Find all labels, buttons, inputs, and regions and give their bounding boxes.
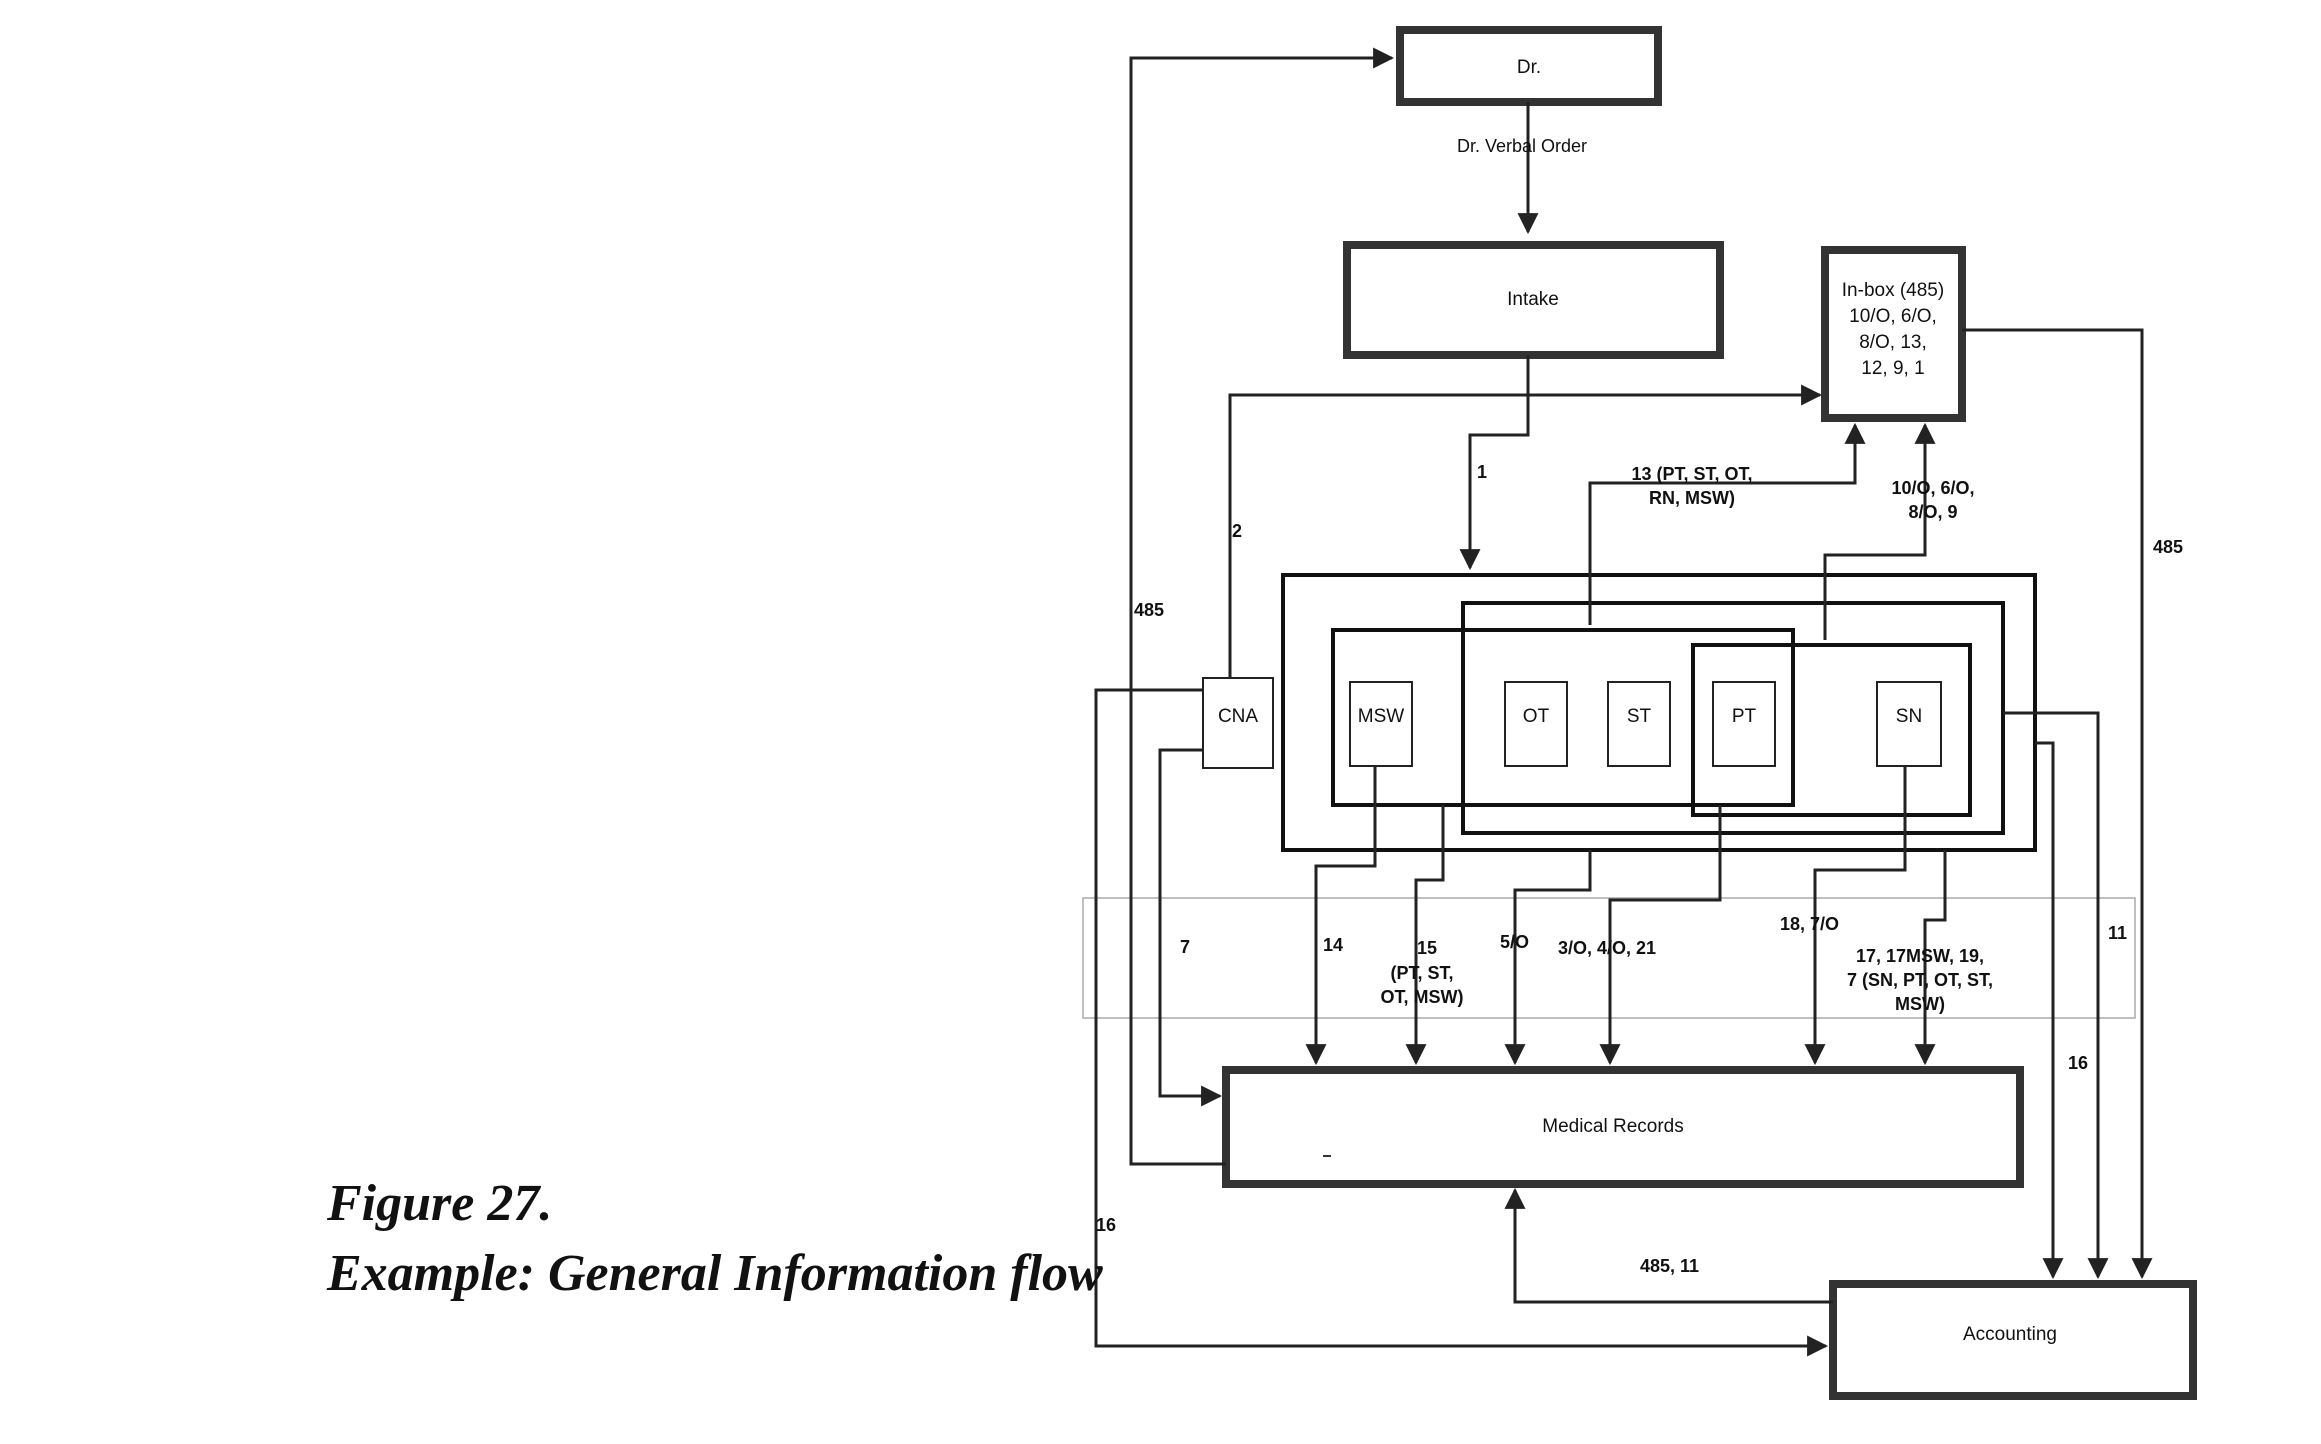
edge-485-left-label: 485 [1134, 600, 1164, 620]
edge-10-label-1: 10/O, 6/O, [1891, 478, 1974, 498]
edge-485-11-label: 485, 11 [1640, 1256, 1699, 1276]
edge-18-7o [1804, 766, 1907, 1066]
dr-label: Dr. [1517, 57, 1541, 78]
pt-node: PT [1712, 681, 1776, 767]
edge-team-to-inbox-13 [1588, 422, 1866, 625]
accounting-label: Accounting [1963, 1324, 2057, 1345]
figure-number: Figure 27. [327, 1175, 553, 1232]
edge-cna-to-accounting [1094, 688, 1829, 1357]
inbox-label-1: In-box (485) [1842, 280, 1944, 301]
edge-medical-records-to-dr [1129, 47, 1395, 1166]
edge-5o-label: 5/O [1500, 932, 1529, 952]
edge-16-right [2035, 741, 2064, 1280]
intake-label: Intake [1507, 289, 1559, 310]
team-frame-msw-pt [1331, 628, 1795, 807]
edge-team-to-inbox-10 [1823, 422, 1936, 640]
edge-14-label: 14 [1323, 935, 1343, 955]
edge-1-label: 1 [1477, 462, 1487, 482]
edge-3o-label: 3/O, 4/O, 21 [1558, 938, 1656, 958]
dr-node: Dr. [1396, 26, 1662, 106]
team-frame-ot-sn [1461, 601, 2005, 835]
team-frame-pt-sn [1691, 643, 1972, 817]
edge-15-label-2: (PT, ST, [1390, 963, 1453, 983]
dr-verbal-order-label: Dr. Verbal Order [1457, 136, 1587, 156]
st-node: ST [1607, 681, 1671, 767]
edge-14 [1305, 766, 1377, 1066]
edge-7-label: 7 [1180, 937, 1190, 957]
edge-13-label-2: RN, MSW) [1649, 488, 1735, 508]
edge-accounting-to-medical-records [1504, 1187, 1833, 1304]
edge-11 [2003, 711, 2109, 1280]
medical-records-node: Medical Records [1222, 1066, 2024, 1188]
edge-13-label-1: 13 (PT, ST, OT, [1631, 464, 1752, 484]
edge-17-label-3: MSW) [1895, 994, 1945, 1014]
edge-2-label: 2 [1232, 521, 1242, 541]
inbox-label-2: 10/O, 6/O, [1849, 306, 1937, 327]
inbox-label-3: 8/O, 13, [1859, 332, 1927, 353]
edge-16-left-label: 16 [1096, 1215, 1116, 1235]
ot-label: OT [1523, 706, 1550, 727]
edge-15 [1405, 805, 1445, 1066]
edge-11-label: 11 [2108, 923, 2127, 943]
edge-16-right-label: 16 [2068, 1053, 2088, 1073]
connectors [1094, 47, 2153, 1357]
ot-node: OT [1504, 681, 1568, 767]
accounting-node: Accounting [1829, 1280, 2197, 1400]
msw-label: MSW [1358, 706, 1405, 727]
cna-label: CNA [1218, 706, 1258, 727]
sn-node: SN [1876, 681, 1942, 767]
edge-cna-to-inbox [1228, 384, 1823, 678]
figure-title: Example: General Information flow [327, 1245, 1103, 1302]
edge-10-label-2: 8/O, 9 [1908, 502, 1957, 522]
inbox-node: In-box (485) 10/O, 6/O, 8/O, 13, 12, 9, … [1821, 246, 1966, 422]
medical-records-label: Medical Records [1542, 1116, 1684, 1137]
edge-17 [1914, 850, 1947, 1066]
edge-18-label: 18, 7/O [1780, 914, 1839, 934]
pt-label: PT [1732, 706, 1757, 727]
edge-485-right-label: 485 [2153, 537, 2183, 557]
edge-17-label-1: 17, 17MSW, 19, [1856, 946, 1984, 966]
sn-label: SN [1896, 706, 1922, 727]
edge-15-label-3: OT, MSW) [1381, 987, 1464, 1007]
edge-inbox-to-accounting [1962, 328, 2153, 1280]
edge-17-label-2: 7 (SN, PT, OT, ST, [1847, 970, 1993, 990]
st-label: ST [1627, 706, 1652, 727]
inbox-label-4: 12, 9, 1 [1861, 358, 1924, 379]
cna-node: CNA [1202, 677, 1274, 769]
edge-3o-4o-21 [1599, 805, 1722, 1066]
edge-5o [1504, 850, 1592, 1066]
intake-node: Intake [1343, 241, 1724, 359]
edge-cna-to-medical-records [1158, 748, 1223, 1107]
edge-15-label-1: 15 [1417, 938, 1437, 958]
msw-node: MSW [1349, 681, 1413, 767]
